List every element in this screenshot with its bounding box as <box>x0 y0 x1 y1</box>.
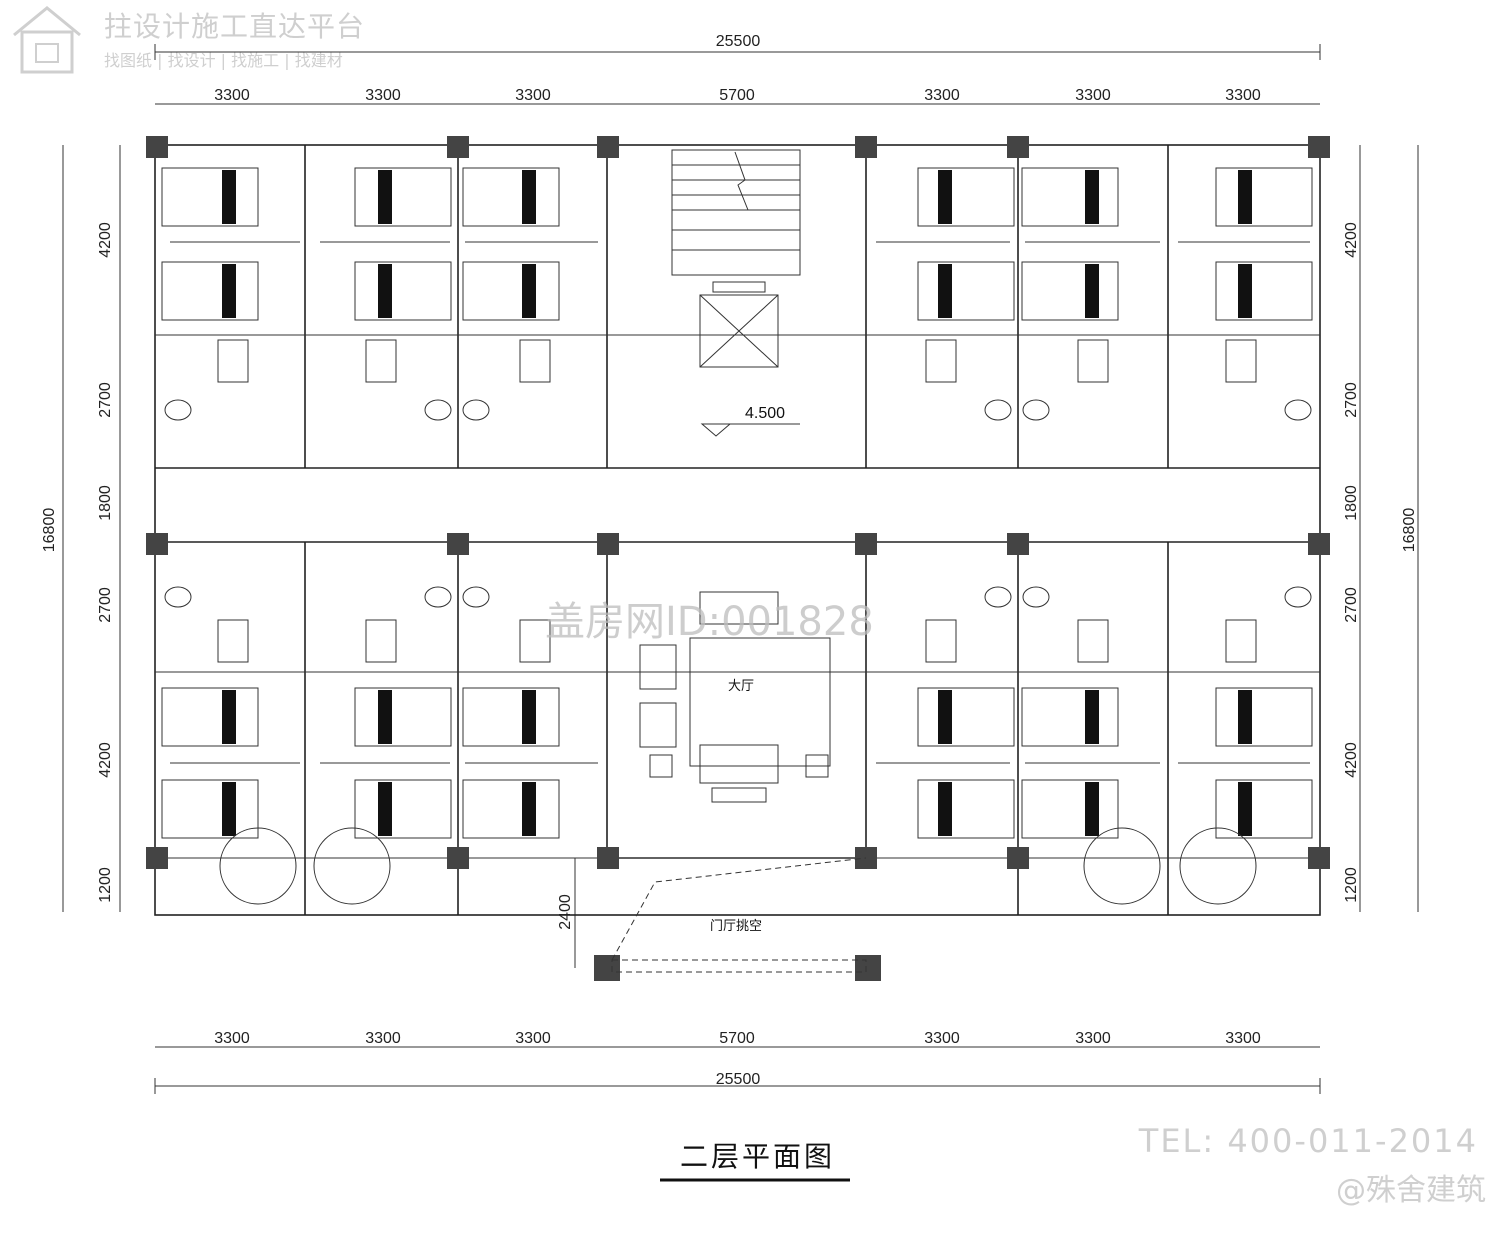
drawing-title: 二层平面图 <box>680 1140 835 1173</box>
porch-void-label: 门厅挑空 <box>710 919 762 934</box>
bottom-seg-3: 3300 <box>515 1030 551 1047</box>
top-seg-2: 3300 <box>365 87 401 104</box>
center-watermark: 盖房网ID:001828 <box>545 599 874 645</box>
stair-core <box>671 149 801 276</box>
right-seg-3: 1800 <box>1343 485 1360 521</box>
bottom-seg-6: 3300 <box>1075 1030 1111 1047</box>
top-seg-5: 3300 <box>924 87 960 104</box>
balcony-tables <box>219 827 1257 905</box>
tel-watermark: TEL: 400-011-2014 <box>1138 1122 1478 1160</box>
porch-depth-label: 2400 <box>557 894 574 930</box>
bottom-seg-4: 5700 <box>719 1030 755 1047</box>
hall-label: 大厅 <box>728 679 754 694</box>
left-seg-1: 4200 <box>97 222 114 258</box>
brand-watermark: @殊舍建筑 <box>1336 1173 1486 1208</box>
bottom-seg-1: 3300 <box>214 1030 250 1047</box>
house-logo-icon <box>13 6 81 74</box>
left-seg-4: 2700 <box>97 587 114 623</box>
bottom-seg-7: 3300 <box>1225 1030 1261 1047</box>
right-total-label: 16800 <box>1401 508 1418 553</box>
top-seg-4: 5700 <box>719 87 755 104</box>
left-dimension-segments: 4200 2700 1800 2700 4200 1200 16800 <box>41 145 121 912</box>
right-seg-5: 4200 <box>1343 742 1360 778</box>
right-seg-4: 2700 <box>1343 587 1360 623</box>
top-seg-1: 3300 <box>214 87 250 104</box>
left-seg-6: 1200 <box>97 867 114 903</box>
lobby-furniture <box>639 591 831 803</box>
right-dimension-segments: 4200 2700 1800 2700 4200 1200 16800 <box>1343 145 1419 912</box>
porch-void <box>611 857 867 973</box>
top-dimension-total: 25500 <box>154 33 1321 60</box>
left-seg-3: 1800 <box>97 485 114 521</box>
bottom-total-label: 25500 <box>716 1071 761 1088</box>
structural-columns <box>146 136 1330 981</box>
bathroom-fixtures <box>164 339 1312 663</box>
bottom-seg-2: 3300 <box>365 1030 401 1047</box>
bottom-seg-5: 3300 <box>924 1030 960 1047</box>
right-seg-2: 2700 <box>1343 382 1360 418</box>
elevator <box>699 281 779 368</box>
top-seg-7: 3300 <box>1225 87 1261 104</box>
bottom-dimension-segments: 3300 3300 3300 5700 3300 3300 3300 <box>155 1030 1320 1048</box>
outer-walls <box>154 144 1321 916</box>
top-total-label: 25500 <box>716 33 761 50</box>
watermark-title: 拄设计施工直达平台 <box>104 10 365 43</box>
elevation-marker: 4.500 <box>700 405 800 437</box>
left-seg-2: 2700 <box>97 382 114 418</box>
guest-room-beds <box>161 167 1313 839</box>
left-seg-5: 4200 <box>97 742 114 778</box>
right-seg-6: 1200 <box>1343 867 1360 903</box>
top-seg-6: 3300 <box>1075 87 1111 104</box>
left-total-label: 16800 <box>41 508 58 553</box>
top-seg-3: 3300 <box>515 87 551 104</box>
elevation-label: 4.500 <box>745 405 785 422</box>
bottom-dimension-total: 25500 <box>154 1071 1321 1094</box>
top-dimension-segments: 3300 3300 3300 5700 3300 3300 3300 <box>155 87 1320 105</box>
right-seg-1: 4200 <box>1343 222 1360 258</box>
porch-dimension: 2400 <box>557 858 576 968</box>
room-entry-arrows <box>170 241 1310 764</box>
watermark-subtitle: 找图纸 | 找设计 | 找施工 | 找建材 <box>104 51 343 70</box>
